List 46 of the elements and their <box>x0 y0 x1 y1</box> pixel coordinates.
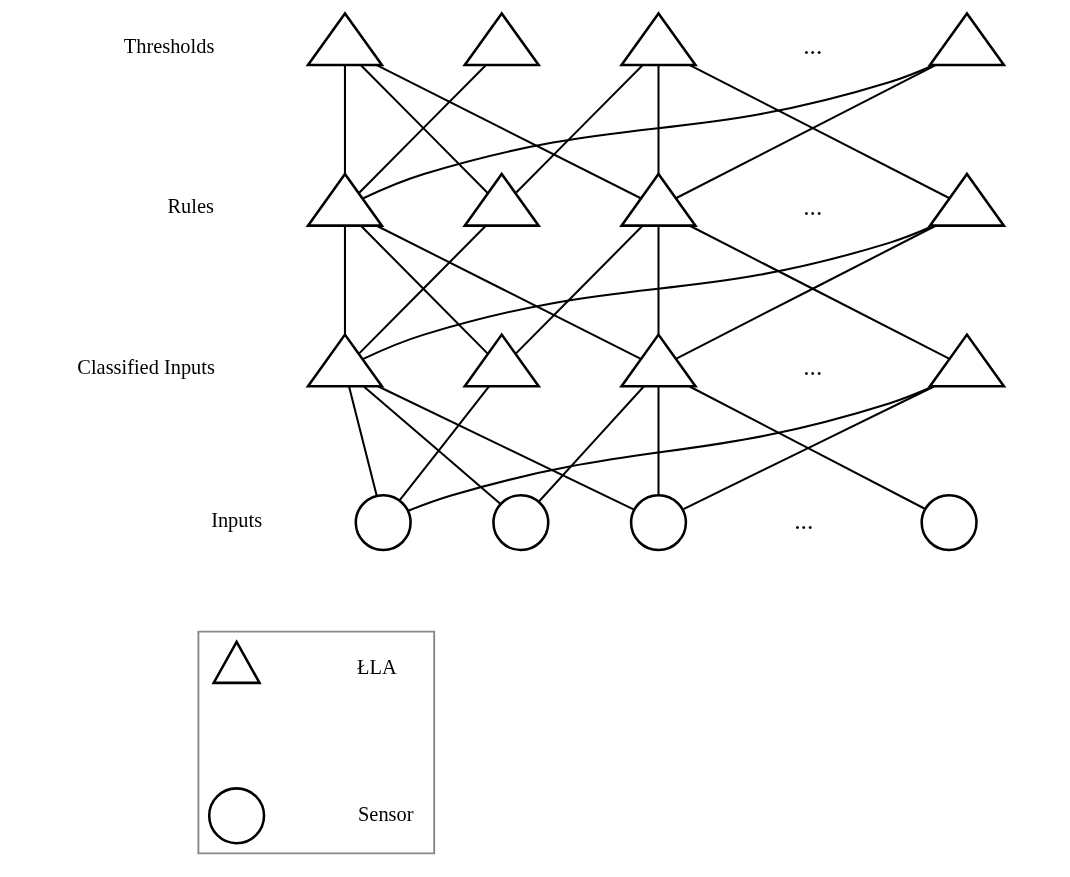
connector <box>514 225 643 355</box>
node-triangle <box>211 639 262 685</box>
legend-label: Sensor <box>357 802 413 825</box>
node-triangle <box>618 171 698 227</box>
node-triangle <box>461 332 541 388</box>
connector <box>537 385 644 503</box>
cluster <box>196 630 435 855</box>
connector <box>657 386 659 495</box>
label: ... <box>802 352 822 382</box>
label: ... <box>802 191 822 221</box>
connector <box>657 226 659 335</box>
connector <box>407 385 934 512</box>
node-triangle <box>618 11 698 67</box>
connector <box>377 385 634 511</box>
node-triangle <box>305 11 384 67</box>
label: Thresholds <box>123 34 214 57</box>
node-circle <box>919 493 978 552</box>
node-triangle <box>305 171 384 227</box>
connector <box>361 64 934 200</box>
label: ... <box>793 505 813 535</box>
node-triangle <box>927 11 1006 67</box>
node-triangle <box>461 171 541 227</box>
node-circle <box>491 493 550 552</box>
connector <box>343 65 346 174</box>
label: Classified Inputs <box>76 355 215 378</box>
connector <box>657 65 659 174</box>
node-triangle <box>305 332 384 388</box>
connector <box>514 64 643 194</box>
connector <box>361 224 934 360</box>
node-triangle <box>618 332 698 388</box>
label: ... <box>802 31 822 61</box>
node-circle <box>629 493 687 552</box>
connector <box>398 385 490 502</box>
node-triangle <box>927 171 1006 227</box>
label: Inputs <box>210 509 262 532</box>
connector <box>343 226 346 335</box>
node-triangle <box>461 11 541 67</box>
node-circle <box>207 787 265 845</box>
node-circle <box>354 493 412 552</box>
connector <box>375 224 641 360</box>
connector <box>362 385 501 505</box>
legend-label: ŁLA <box>356 656 397 679</box>
label: Rules <box>167 195 214 218</box>
connector <box>347 386 378 496</box>
node-triangle <box>927 332 1006 388</box>
connector <box>375 64 641 200</box>
